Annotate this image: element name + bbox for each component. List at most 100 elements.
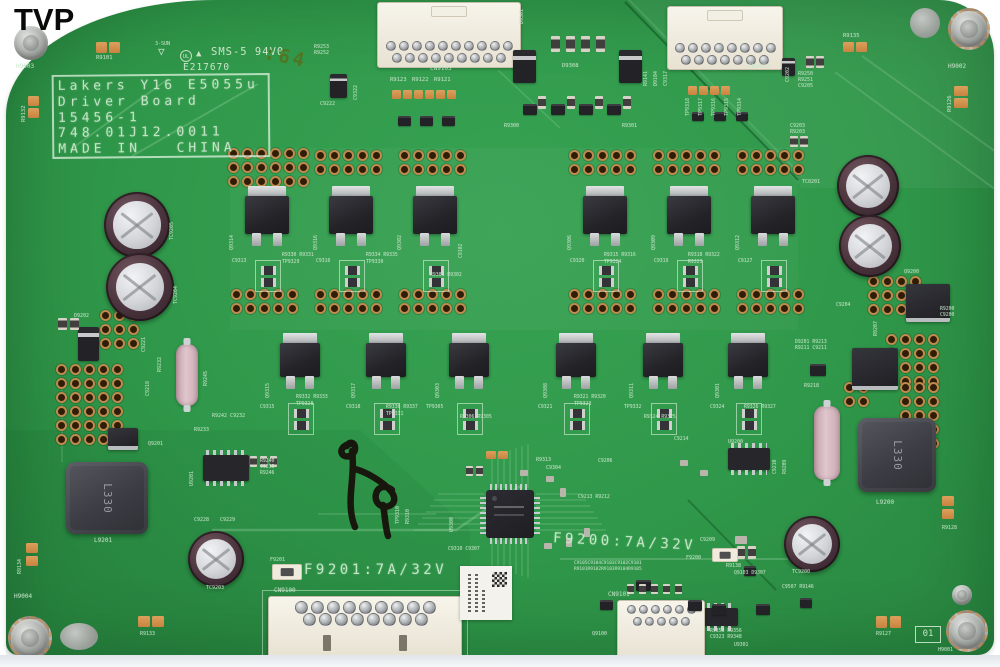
ref-label: R9101 [96,55,113,61]
smd-chip [108,428,138,450]
smd-tan [436,90,445,99]
ref-label: R9203 [790,129,806,135]
ul-file-number: E217670 [183,62,231,73]
smd-res [675,584,682,594]
ref-label: R9132 [21,105,27,122]
smd-res [538,96,546,109]
ref-label: U9301 [734,643,749,648]
connector-cn9100 [268,596,462,658]
smd-tan [447,90,456,99]
resistor-pair [255,260,281,292]
ref-label: F9201 [270,557,286,563]
smd-res [581,36,590,52]
soic-ic [203,450,249,486]
board-model: Lakers Y16 E5055u [57,77,259,94]
smd-tan [425,90,434,99]
ref-label: Q9312 [735,234,741,250]
ref-label: R9134 [17,558,23,574]
ref-label: L9201 [94,537,113,544]
ref-label: Q9201 [148,441,164,447]
ref-label: F9200 [686,555,702,561]
ref-label: CN9103 [430,65,452,72]
sticker-text-bar [482,590,485,612]
smd-gray [566,538,572,547]
smd-sot [579,104,593,115]
smd-res [806,56,814,68]
sticker-text-bar [468,574,471,612]
ref-label: R9128 [942,525,958,531]
resistor-pair [423,260,449,292]
smd-gray [584,528,590,537]
ref-label: R9218 [804,383,820,389]
electrolytic-capacitor [188,531,244,587]
smd-dio [330,74,347,98]
ref-label: C9323 R9348 [710,635,742,640]
ref-label: C9319 [654,259,669,264]
resistor-pair [457,403,483,435]
smd-sot [442,116,455,126]
ref-label: H9002 [948,63,967,70]
ref-label: C9222 [320,101,336,107]
ref-label: Q9303 [435,382,441,398]
inductor-marking: L330 [890,439,904,471]
smd-gray [735,536,747,544]
ref-label: R9240 [260,459,275,464]
smd-res [270,456,277,467]
3sun-triangle-icon: ▽ [158,45,165,58]
ref-label: R9209 [783,459,788,474]
ref-label: Q9309 [651,234,657,250]
ref-label: Q9314 [229,234,235,250]
ref-label: R9123 [390,77,407,83]
ref-label: CN9101 [608,591,630,598]
via-grid [233,291,296,312]
ref-label: C9322 [353,84,359,100]
smd-tan [26,543,38,553]
flammability-rating: SMS-5 94V0 [211,46,285,58]
ref-label: R9101R9102R9103R9104R9105 [574,567,642,572]
tvp-watermark: TVP [14,2,75,37]
smd-res [748,546,756,559]
ref-label: TP9315 [724,97,730,116]
ref-label: D9201 R9213 [795,340,827,345]
ref-label: R9252 [314,50,330,56]
via-grid [401,152,464,173]
ref-label: R9207 [873,320,879,336]
resistor-pair [339,260,365,292]
ref-label: R9306 R9305 [460,415,492,420]
resistor-pair [564,403,590,435]
ref-label: Q9100 [592,631,608,637]
ref-label: R9200 [940,307,955,312]
smd-tan [954,86,968,96]
ref-label: R9242 C9232 [212,413,246,419]
smd-tan [954,98,968,108]
ref-label: TC0201 [802,179,821,185]
smd-res [476,466,483,476]
ref-label: R9253 [314,44,330,50]
ref-label: C9320 [570,259,585,264]
ref-label: R9245 [203,370,209,386]
smd-tan [843,42,854,52]
resistor-pair [736,403,762,435]
ref-label: D9104 [653,70,659,86]
ref-label: C9317 [663,70,669,86]
smd-sot [551,104,565,115]
smd-tan [721,86,730,95]
ref-label: H9004 [14,593,33,600]
smd-dio [78,327,99,361]
smd-tan [26,556,38,566]
ref-label: R9315 R9316 [604,253,636,258]
ref-label: R9122 [412,77,429,83]
ref-label: H9001 [938,647,954,653]
ref-label: R9321 R9320 [574,395,606,400]
smd-tan [699,86,708,95]
ref-label: R9353 R9356 [710,629,742,634]
smd-oval [60,623,98,650]
ref-label: Q9302 [397,234,403,250]
ref-label: C9202 [785,66,791,82]
via-grid [401,291,464,312]
mosfet-transistor [728,333,768,389]
mosfet-transistor [366,333,406,389]
ref-label: R9127 [876,631,892,637]
ref-label: R9251 [798,77,814,83]
ref-label: R9326 R9327 [744,405,776,410]
